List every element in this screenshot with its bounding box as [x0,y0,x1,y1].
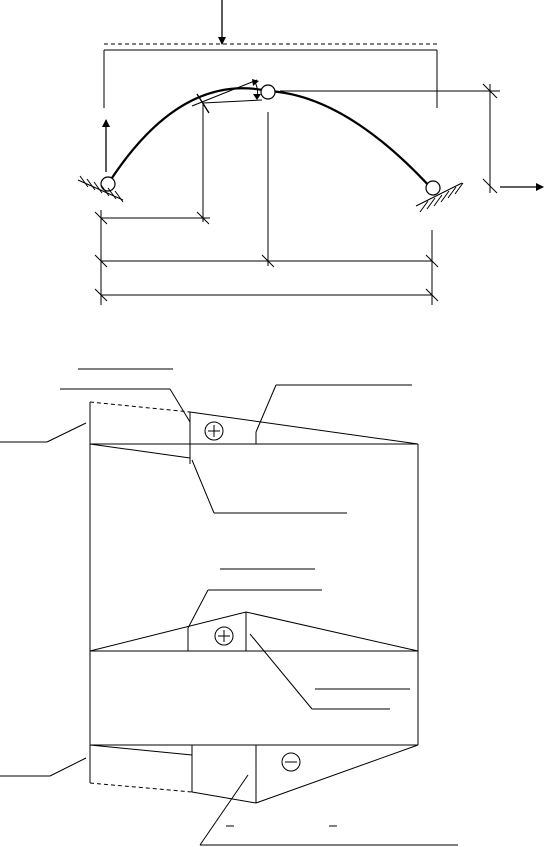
influence-line-3 [0,744,458,846]
positive-segment-1 [189,411,419,445]
positive-sign-2 [214,626,234,646]
negative-segment-3a [191,791,257,804]
left-positive-segment-3 [89,744,193,756]
horizontal-reference [202,99,263,104]
leader-3a [199,774,249,846]
arch-diagram [77,0,544,305]
left-support-hinge [100,176,116,192]
dashed-extension-1 [89,401,191,413]
arch-curve [107,87,432,189]
lower-leader-1 [191,459,215,514]
positive-sign-1 [204,421,224,441]
negative-sign-3 [281,752,301,772]
left-negative-segment-1 [89,443,191,459]
crown-hinge [260,84,276,100]
influence-line-2 [89,568,419,710]
influence-line-1 [0,368,419,514]
negative-segment-3b [255,744,419,804]
dashed-extension-3 [89,782,193,793]
tangent-line [191,79,258,107]
left-support-ground [77,175,124,203]
triangle-2 [89,611,419,652]
right-support-hinge [425,180,441,196]
right-support-ground [415,182,464,213]
